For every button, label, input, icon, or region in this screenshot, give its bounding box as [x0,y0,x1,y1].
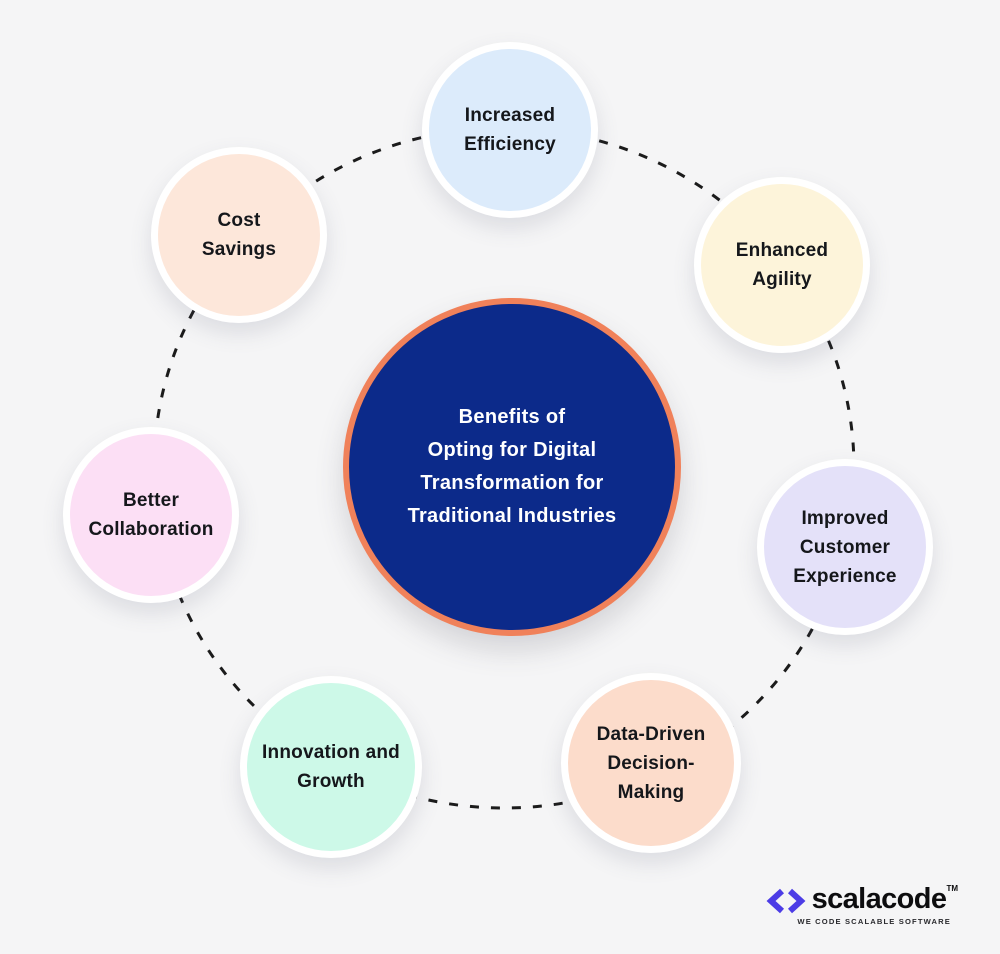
benefit-label: Better Collaboration [88,486,213,544]
benefit-label-line: Data-Driven [596,723,706,745]
benefit-label-line: Savings [201,239,277,260]
benefit-circle-enhanced-agility: Enhanced Agility [694,177,870,353]
benefit-circle-better-collaboration: Better Collaboration [63,427,239,603]
benefit-circle-innovation-and-growth: Innovation and Growth [240,676,422,858]
trademark-symbol: TM [946,884,958,893]
benefit-label-line: Better [122,490,180,511]
scalacode-wordmark: scalacode [811,883,947,915]
benefit-label-line: Making [617,781,685,803]
benefit-circle-data-driven-decision-making: Data-Driven Decision- Making [561,673,741,853]
benefit-label: Cost Savings [202,206,276,264]
central-title-line: Traditional Industries [407,505,617,527]
central-title-line: Opting for Digital [427,439,597,461]
benefit-circle-improved-customer-experience: Improved Customer Experience [757,459,933,635]
benefit-label: Innovation and Growth [262,738,400,796]
benefit-label-line: Efficiency [464,134,556,155]
scalacode-logo: scalacode TM WE CODE SCALABLE SOFTWARE [765,883,958,926]
benefit-label: Enhanced Agility [736,236,828,294]
benefit-label-line: Increased [464,105,556,126]
benefit-label-line: Cost [217,210,261,231]
benefit-label-line: Experience [793,565,897,587]
central-topic-circle: Benefits of Opting for Digital Transform… [343,298,681,636]
benefit-circle-cost-savings: Cost Savings [151,147,327,323]
benefit-label-line: Growth [297,771,365,792]
benefit-label-line: Enhanced [735,240,829,261]
scalacode-logo-row: scalacode TM [765,883,958,916]
benefit-label: Increased Efficiency [464,101,556,159]
benefit-label-line: Agility [752,269,812,290]
benefit-label-line: Customer [799,536,891,558]
code-brackets-icon [766,888,806,913]
benefit-circle-increased-efficiency: Increased Efficiency [422,42,598,218]
central-title-line: Benefits of [458,406,566,428]
benefit-label-line: Collaboration [88,519,214,540]
central-topic-title: Benefits of Opting for Digital Transform… [408,401,617,533]
benefit-label: Improved Customer Experience [793,504,896,591]
scalacode-tagline: WE CODE SCALABLE SOFTWARE [797,917,951,926]
central-title-line: Transformation for [420,472,604,494]
benefit-label-line: Innovation and [262,742,400,763]
benefit-label: Data-Driven Decision- Making [597,720,706,807]
benefit-label-line: Improved [801,507,889,529]
benefit-label-line: Decision- [607,752,695,774]
